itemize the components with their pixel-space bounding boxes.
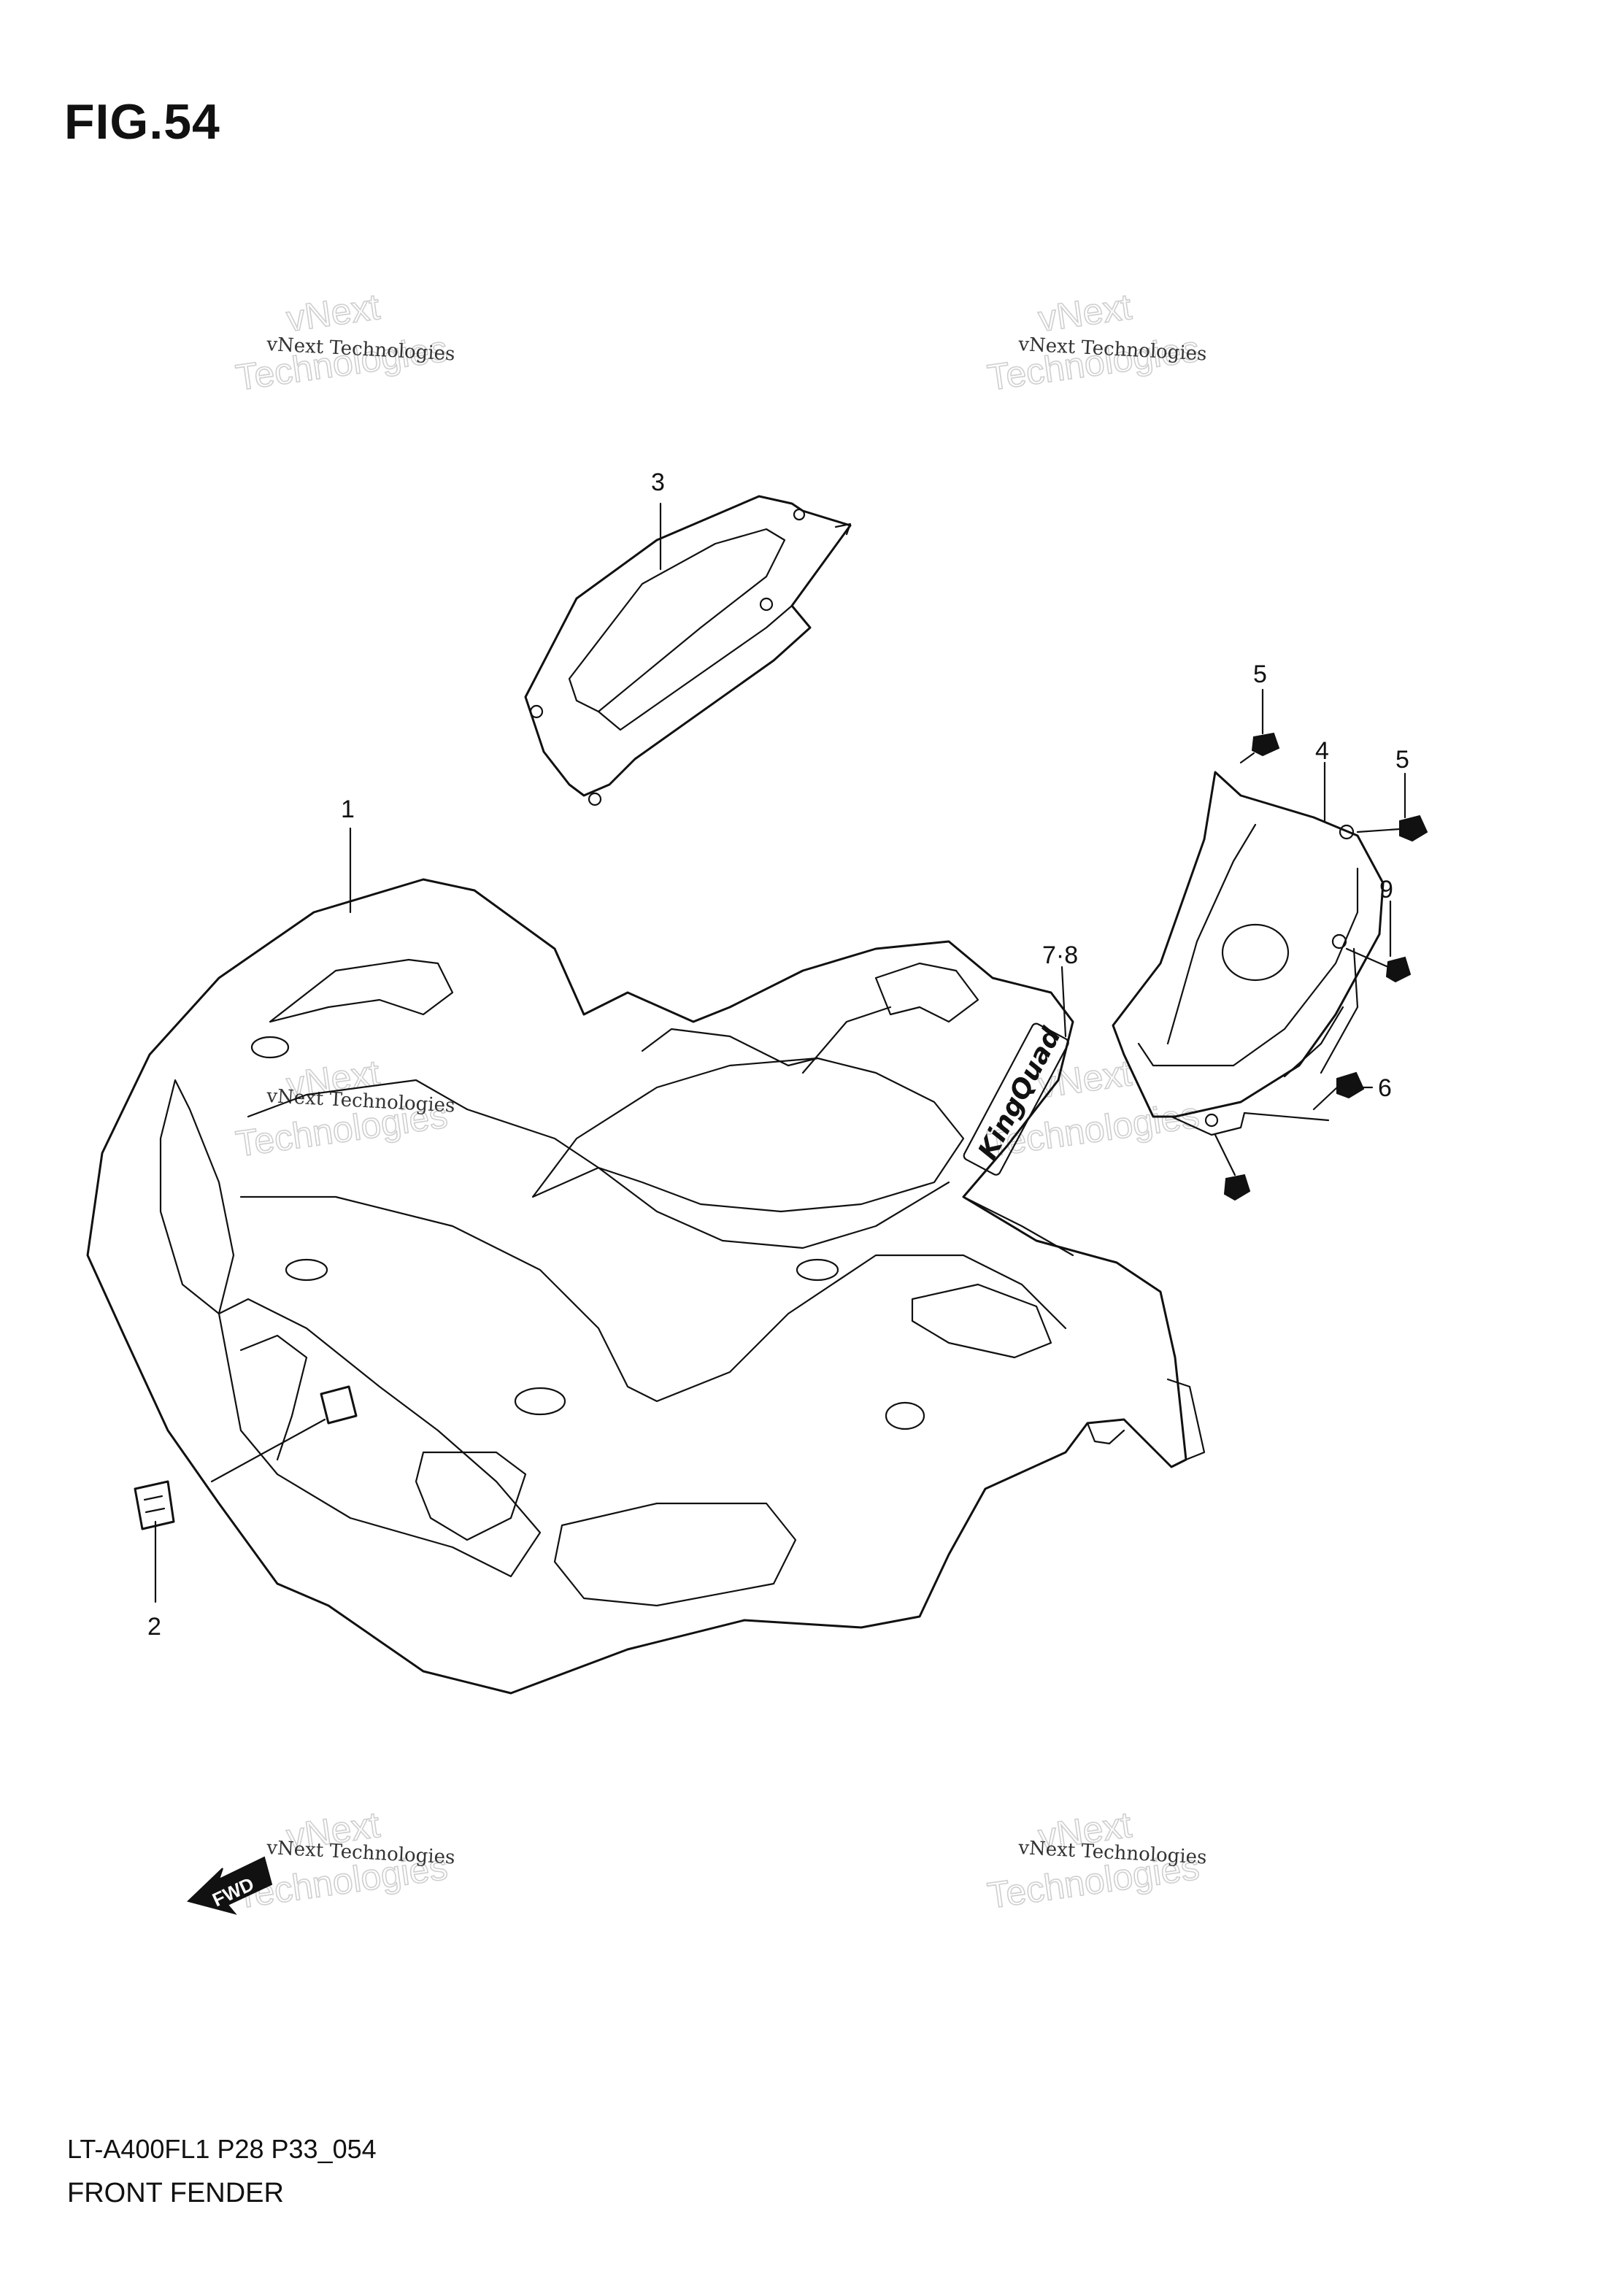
fastener-9 xyxy=(1345,947,1412,983)
callout-6: 6 xyxy=(1378,1074,1392,1102)
callout-1: 1 xyxy=(341,795,355,823)
fastener-5b xyxy=(1356,814,1428,842)
callout-5b: 5 xyxy=(1395,746,1409,774)
callout-5a: 5 xyxy=(1253,660,1267,688)
fastener-bottom xyxy=(1214,1133,1251,1201)
callout-4: 4 xyxy=(1315,737,1329,765)
callout-7-8: 7·8 xyxy=(1042,941,1078,969)
fastener-6 xyxy=(1243,1071,1365,1122)
callout-3: 3 xyxy=(651,469,665,496)
figure-caption: FRONT FENDER xyxy=(67,2178,284,2208)
watermark-big-1: vNext xyxy=(1036,286,1133,339)
fastener-5a xyxy=(1239,732,1280,764)
watermark-big-1: vNext xyxy=(284,286,382,339)
callout-9: 9 xyxy=(1379,876,1393,904)
model-code: LT-A400FL1 P28 P33_054 xyxy=(67,2134,377,2164)
figure-title: FIG.54 xyxy=(64,94,220,150)
part-1-front-fender: KingQuad xyxy=(86,878,1206,1695)
callout-2: 2 xyxy=(147,1613,161,1641)
part-3-panel xyxy=(524,495,852,806)
part-2-emblem xyxy=(134,1385,358,1530)
leader-lines xyxy=(154,502,1406,1603)
part-4-side-panel xyxy=(1112,771,1385,1136)
